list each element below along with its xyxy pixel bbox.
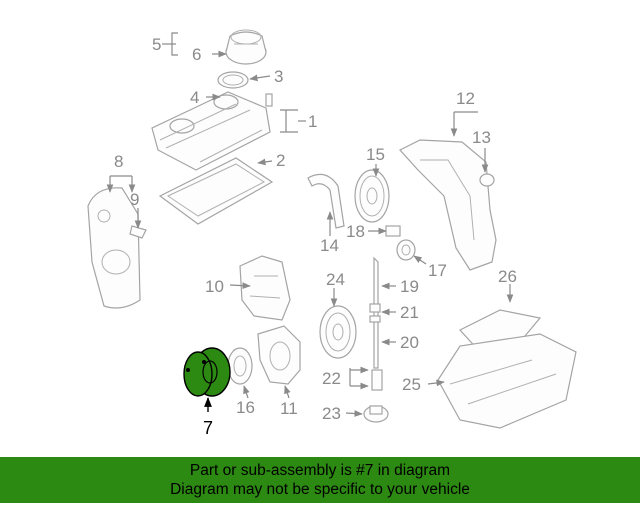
cover-gasket xyxy=(158,157,274,225)
leader-lines xyxy=(106,32,514,417)
timing-belt xyxy=(307,173,345,229)
callout-6: 6 xyxy=(192,45,201,64)
callout-5: 5 xyxy=(152,35,161,54)
camshaft-sprocket xyxy=(354,169,390,223)
callout-26: 26 xyxy=(498,267,517,286)
sleeve-part-22 xyxy=(371,369,383,391)
callout-15: 15 xyxy=(366,145,385,164)
engine-parts-diagram: 5 6 3 4 1 2 8 9 12 13 15 14 18 17 10 24 … xyxy=(87,29,577,438)
callout-16: 16 xyxy=(236,398,255,417)
notice-banner: Part or sub-assembly is #7 in diagram Di… xyxy=(0,457,640,503)
crankshaft-pulley-part-7 xyxy=(183,347,231,397)
callout-14: 14 xyxy=(320,236,339,255)
callout-3: 3 xyxy=(274,67,283,86)
cover-plug xyxy=(479,173,495,187)
oil-filler-cap xyxy=(225,29,267,65)
flywheel xyxy=(319,305,357,359)
callout-9: 9 xyxy=(130,190,139,209)
cylinder-head-cover xyxy=(151,91,273,171)
callout-12: 12 xyxy=(456,89,475,108)
callout-13: 13 xyxy=(472,128,491,147)
sensor-part-23 xyxy=(363,405,389,423)
callout-18: 18 xyxy=(346,222,365,241)
callout-10: 10 xyxy=(205,277,224,296)
callout-11: 11 xyxy=(280,399,298,418)
crankshaft-sprocket xyxy=(227,347,253,385)
callout-8: 8 xyxy=(114,152,123,171)
sensor-part-18 xyxy=(385,225,401,237)
timing-belt-cover-lower xyxy=(87,187,141,309)
banner-line-part: Part or sub-assembly is #7 in diagram xyxy=(189,462,451,479)
rear-timing-cover xyxy=(239,255,291,321)
callout-2: 2 xyxy=(276,151,285,170)
callout-7-highlighted: 7 xyxy=(203,418,213,438)
callout-20: 20 xyxy=(400,333,419,352)
banner-line-disclaimer: Diagram may not be specific to your vehi… xyxy=(170,481,470,498)
callout-4: 4 xyxy=(190,88,199,107)
dipstick-tube xyxy=(369,256,381,369)
callout-21: 21 xyxy=(400,303,419,322)
callout-17: 17 xyxy=(428,261,447,280)
cap-seal-ring xyxy=(217,71,249,89)
callout-23: 23 xyxy=(322,404,341,423)
callout-1: 1 xyxy=(308,112,317,131)
callout-19: 19 xyxy=(400,277,419,296)
timing-belt-cover-upper xyxy=(399,139,497,271)
oil-pan xyxy=(437,333,577,429)
callout-24: 24 xyxy=(326,270,345,289)
callout-25: 25 xyxy=(402,375,421,394)
tensioner-pulley xyxy=(396,239,416,261)
oil-pump-cover xyxy=(257,325,301,385)
callout-22: 22 xyxy=(322,369,341,388)
